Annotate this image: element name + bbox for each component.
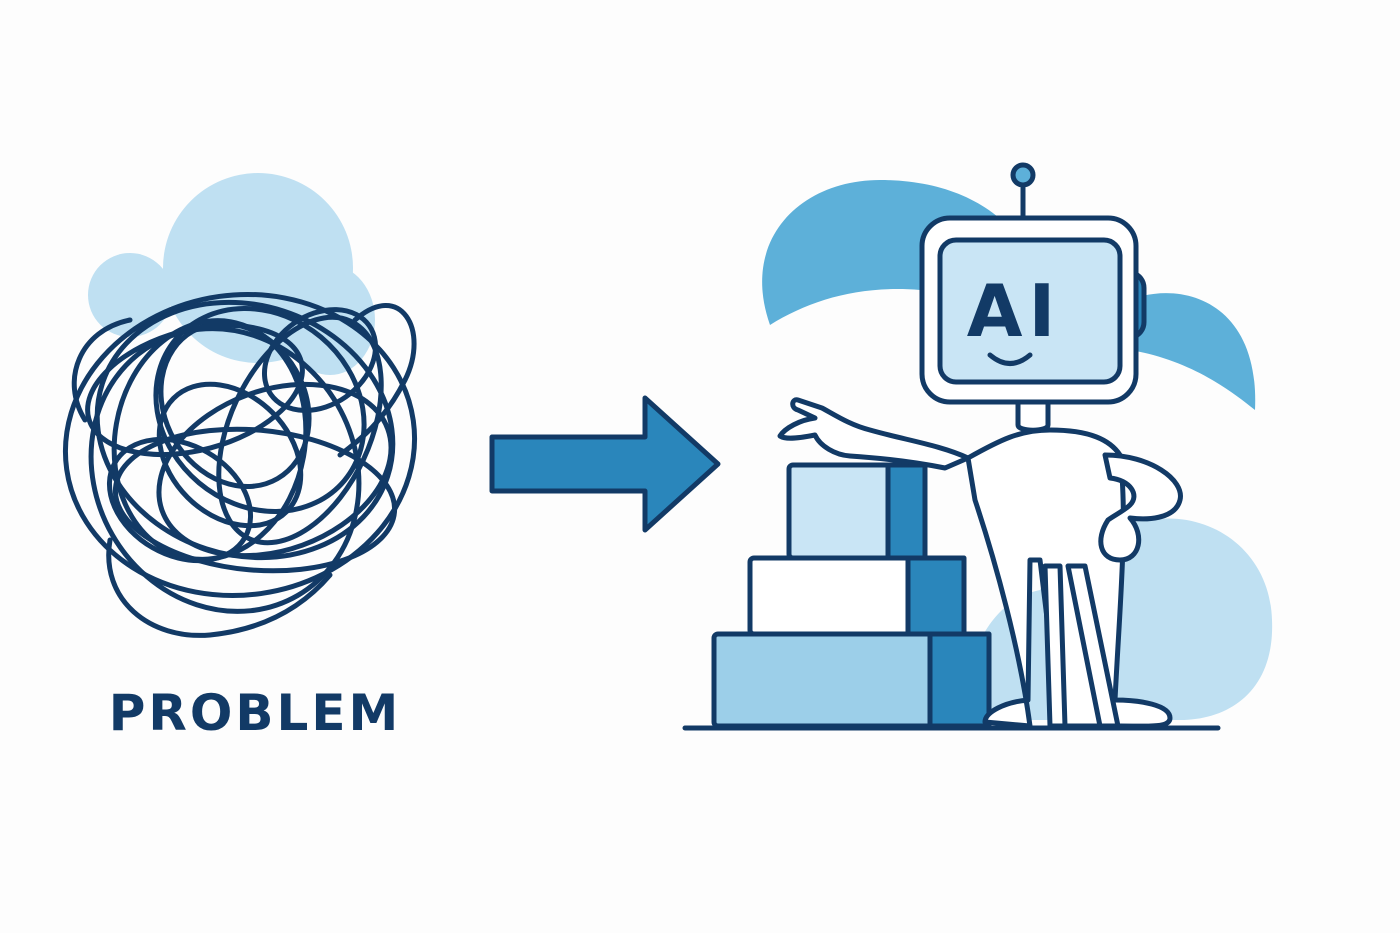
robot-icon: AI (777, 162, 1183, 729)
arrow-right-icon (489, 395, 721, 533)
antenna-bulb-icon (1010, 162, 1036, 188)
tangle-icon (62, 291, 418, 638)
smile-icon (987, 352, 1033, 366)
robot-screen (937, 237, 1123, 385)
problem-group: PROBLEM (62, 173, 418, 742)
problem-label: PROBLEM (109, 684, 402, 742)
box-stack-icon (711, 462, 992, 729)
solution-group: AI (682, 162, 1273, 731)
robot-screen-label: AI (967, 269, 1062, 353)
